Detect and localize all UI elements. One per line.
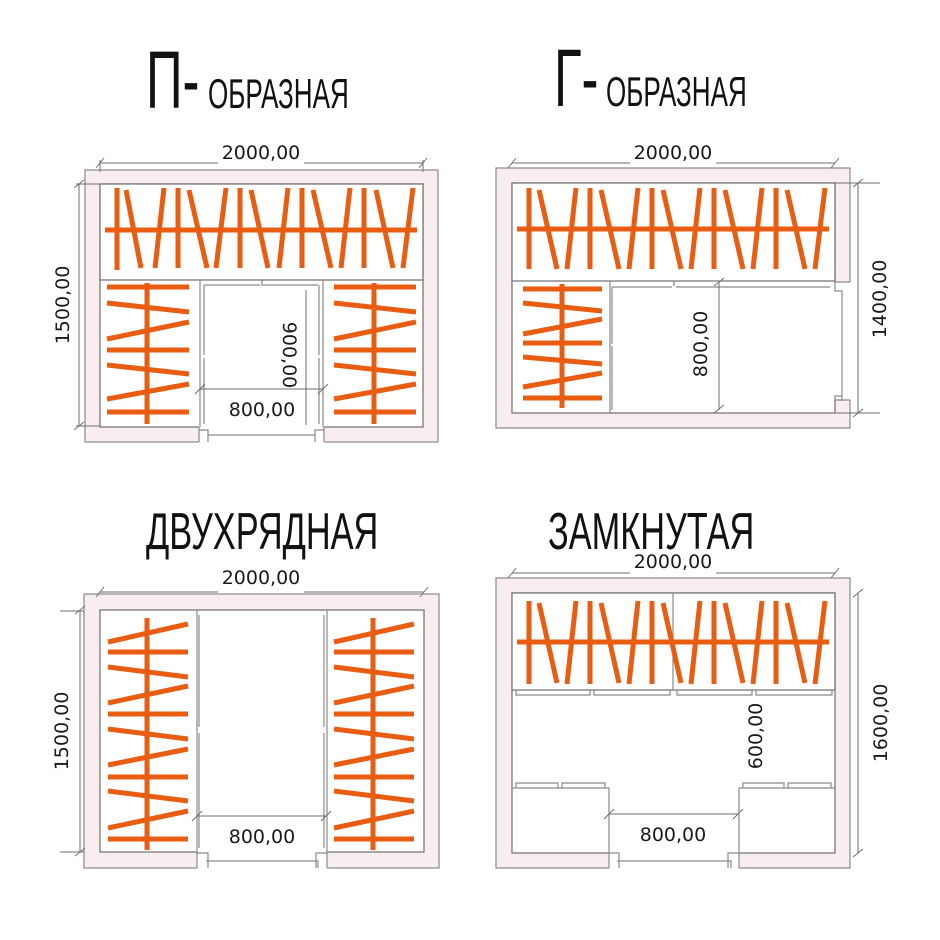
dim-aisle-depth: 600,00 — [745, 703, 767, 769]
title-closed: ЗАМКНУТАЯ — [548, 506, 861, 558]
hangers-top — [517, 600, 829, 685]
title-p-shaped-rest: ОБРАЗНАЯ — [208, 70, 350, 117]
plan-closed: 2000,00 1600,00 600,00 800,00 — [495, 551, 892, 869]
plan-p-shaped: 2000,00 1500,00 900,00 800,00 — [52, 142, 439, 443]
dim-aisle-width: 800,00 — [640, 824, 706, 846]
dim-height: 1500,00 — [52, 266, 74, 345]
plan-two-row: 2000,00 1500,00 800,00 — [51, 567, 440, 869]
dim-width: 2000,00 — [222, 567, 301, 589]
plan-g-shaped: 2000,00 1400,00 800,00 — [495, 142, 891, 429]
hangers-left — [106, 283, 190, 424]
dim-width: 2000,00 — [222, 142, 301, 164]
dim-aisle-depth: 900,00 — [278, 322, 300, 388]
dim-aisle-width: 800,00 — [229, 826, 295, 848]
dim-width: 2000,00 — [634, 551, 713, 573]
title-two-row-text: ДВУХРЯДНАЯ — [146, 503, 379, 561]
hangers-top — [105, 187, 417, 270]
title-p-shaped-letter: П- — [146, 35, 200, 126]
dim-aisle-depth: 800,00 — [690, 311, 712, 377]
dim-width: 2000,00 — [634, 142, 713, 164]
title-g-shaped-rest: ОБРАЗНАЯ — [605, 68, 747, 115]
title-g-shaped: Г-ОБРАЗНАЯ — [554, 33, 833, 124]
dim-height: 1400,00 — [869, 260, 891, 339]
title-g-shaped-letter: Г- — [554, 33, 599, 124]
hangers-top — [517, 187, 829, 270]
title-p-shaped: П-ОБРАЗНАЯ — [146, 35, 435, 126]
title-closed-text: ЗАМКНУТАЯ — [548, 503, 755, 561]
hangers-left — [522, 284, 603, 408]
hangers-right — [333, 618, 415, 850]
title-two-row: ДВУХРЯДНАЯ — [146, 506, 498, 558]
dim-height: 1500,00 — [51, 692, 73, 771]
dim-aisle-width: 800,00 — [229, 399, 295, 421]
hangers-left — [107, 618, 189, 850]
hangers-right — [333, 283, 417, 424]
dim-height: 1600,00 — [870, 684, 892, 763]
